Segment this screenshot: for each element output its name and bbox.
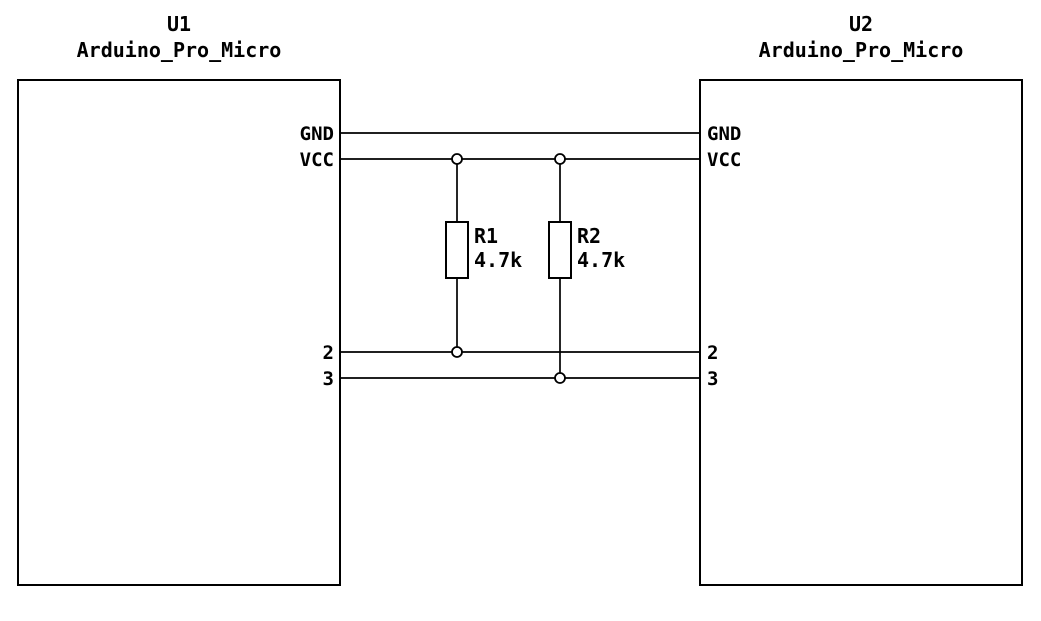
- pin-label-u2-2: 2: [707, 342, 718, 364]
- pin-label-u1-3: 3: [323, 368, 334, 390]
- pin-label-u1-vcc: VCC: [300, 149, 334, 171]
- component-body-u1: [17, 79, 341, 586]
- junction-r1-pin2: [451, 346, 463, 358]
- component-value-u1: Arduino_Pro_Micro: [77, 38, 282, 62]
- resistor-r1-ref: R1: [474, 224, 498, 248]
- component-ref-u1: U1: [167, 12, 191, 36]
- pin-label-u2-3: 3: [707, 368, 718, 390]
- pin-label-u2-vcc: VCC: [707, 149, 741, 171]
- resistor-r2-ref: R2: [577, 224, 601, 248]
- component-u2: U2 Arduino_Pro_Micro GND VCC 2 3: [699, 12, 1023, 586]
- resistor-r2-value: 4.7k: [577, 248, 625, 272]
- resistor-r1: R1 4.7k: [445, 159, 522, 352]
- component-value-u2: Arduino_Pro_Micro: [759, 38, 964, 62]
- resistor-r2-body: [548, 221, 572, 279]
- pin-label-u2-gnd: GND: [707, 123, 741, 145]
- resistor-r2: R2 4.7k: [548, 159, 625, 378]
- resistor-r1-value: 4.7k: [474, 248, 522, 272]
- resistor-r1-body: [445, 221, 469, 279]
- junction-r1-vcc: [451, 153, 463, 165]
- pin-label-u1-2: 2: [323, 342, 334, 364]
- junction-r2-pin3: [554, 372, 566, 384]
- junction-r2-vcc: [554, 153, 566, 165]
- component-ref-u2: U2: [849, 12, 873, 36]
- pin-label-u1-gnd: GND: [300, 123, 334, 145]
- component-u1: U1 Arduino_Pro_Micro GND VCC 2 3: [17, 12, 341, 586]
- component-body-u2: [699, 79, 1023, 586]
